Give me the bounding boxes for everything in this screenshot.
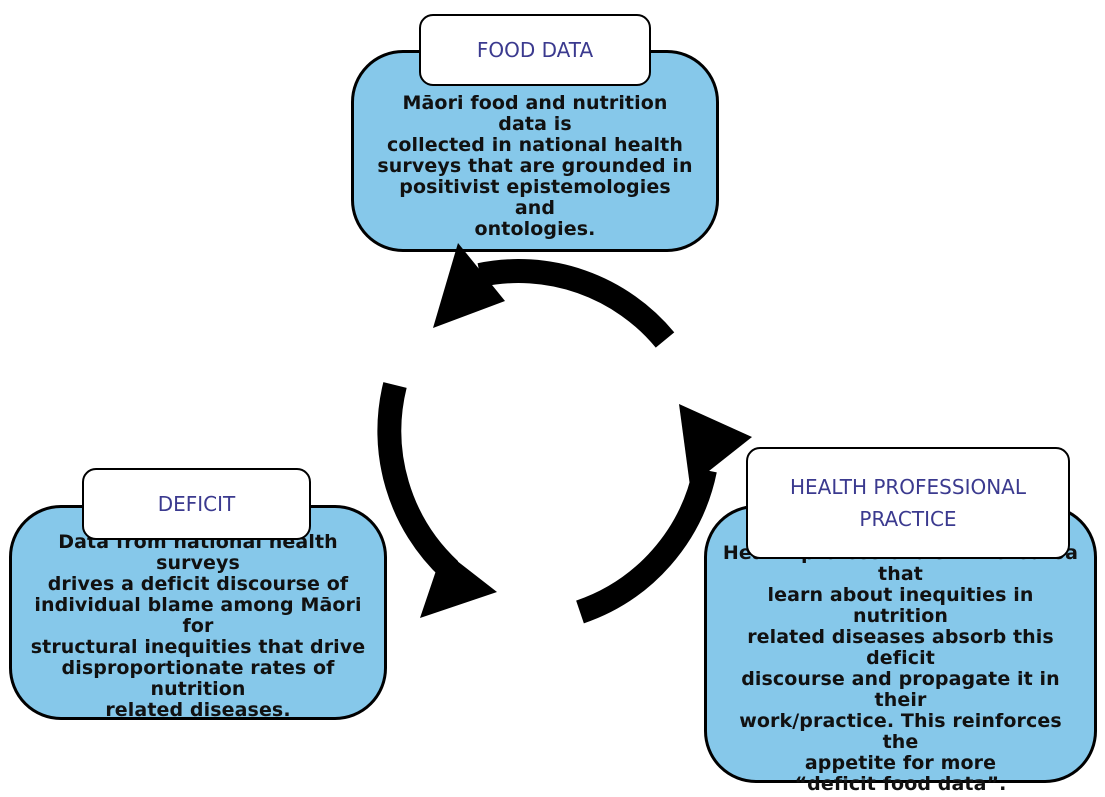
food-data-description: Māori food and nutrition data is collect… bbox=[377, 91, 693, 240]
food-data-title: FOOD DATA bbox=[419, 14, 651, 86]
arrowhead-bottom-left bbox=[420, 550, 497, 618]
arrow-deficit-to-health bbox=[575, 467, 717, 624]
deficit-box: Data from national health surveys drives… bbox=[9, 505, 387, 721]
deficit-title: DEFICIT bbox=[82, 468, 311, 540]
arrow-health-to-food bbox=[477, 259, 675, 348]
arrow-food-to-deficit bbox=[377, 382, 459, 579]
health-practice-title: HEALTH PROFESSIONAL PRACTICE bbox=[746, 447, 1070, 559]
arrowhead-top bbox=[433, 243, 505, 328]
arrowhead-right bbox=[679, 404, 752, 486]
